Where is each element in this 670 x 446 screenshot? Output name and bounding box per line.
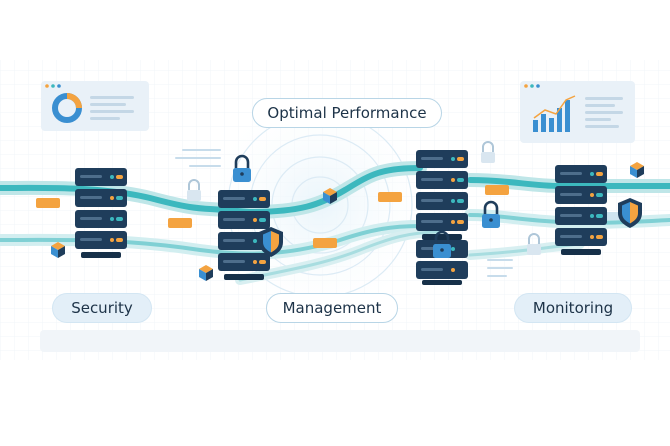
reflection-band [40,330,640,352]
server-rack-icon [75,168,127,258]
pie-chart-dashboard-icon [41,81,149,131]
speed-lines [175,149,513,277]
label-management: Management [266,293,398,323]
label-optimal-performance: Optimal Performance [252,98,442,128]
packet-icon [313,238,337,248]
packet-icon [485,185,509,195]
label-security: Security [52,293,152,323]
server-rack-icon [555,165,607,255]
packet-icon [378,192,402,202]
bar-chart-dashboard-icon [520,81,635,143]
packet-icon [168,218,192,228]
packet-icon [36,198,60,208]
label-monitoring: Monitoring [514,293,632,323]
data-packets [36,185,509,248]
